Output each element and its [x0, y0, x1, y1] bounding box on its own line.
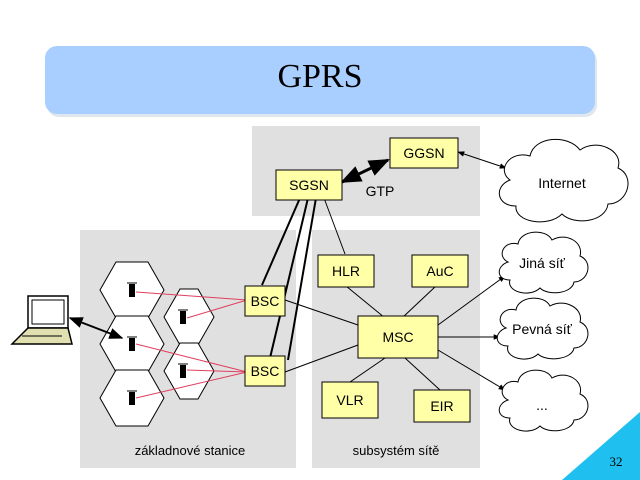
sgsn-box	[275, 169, 343, 201]
bsc-box-2	[244, 355, 286, 387]
gtp-label: GTP	[366, 183, 395, 199]
vlr-label: VLR	[336, 392, 363, 408]
hlr-box	[317, 254, 375, 288]
auc-label: AuC	[426, 263, 453, 279]
vlr-box	[321, 381, 379, 419]
radio-links	[135, 291, 248, 399]
base-stations-caption: základnové stanice	[135, 443, 246, 458]
bsc-label-1: BSC	[251, 293, 280, 309]
laptop-icon	[10, 295, 73, 345]
bsc-box-1	[244, 285, 286, 317]
ggsn-box	[389, 137, 459, 169]
msc-box	[357, 315, 439, 359]
antenna-icon	[127, 336, 137, 351]
cloud-internet	[499, 138, 629, 223]
msc-label: MSC	[382, 329, 413, 345]
antenna-icon	[127, 282, 137, 297]
auc-box	[411, 254, 469, 288]
antenna-icon	[178, 309, 188, 324]
node-boxes	[244, 137, 471, 423]
hlr-label: HLR	[332, 263, 360, 279]
cloud-jina-sit	[498, 231, 589, 294]
bsc-label-2: BSC	[251, 363, 280, 379]
network-links	[68, 151, 507, 391]
antenna-icon	[127, 390, 137, 405]
internet-label: Internet	[538, 175, 586, 191]
ggsn-label: GGSN	[403, 145, 444, 161]
sgsn-label: SGSN	[289, 177, 329, 193]
corner-accent	[562, 412, 640, 480]
page-title: GPRS	[277, 58, 363, 95]
antennas	[127, 282, 188, 405]
page-number: 32	[610, 454, 623, 469]
other-networks-label: ...	[536, 397, 548, 413]
title-banner: GPRS	[45, 46, 595, 114]
antenna-icon	[178, 363, 188, 378]
network-subsystem-caption: subsystém sítě	[353, 443, 440, 458]
eir-label: EIR	[430, 398, 453, 414]
jina-sit-label: Jiná síť	[519, 255, 565, 271]
pevna-sit-label: Pevná síť	[512, 321, 572, 337]
eir-box	[413, 389, 471, 423]
cloud-other	[498, 369, 589, 432]
clouds	[496, 138, 629, 432]
cloud-pevna-sit	[496, 297, 589, 360]
